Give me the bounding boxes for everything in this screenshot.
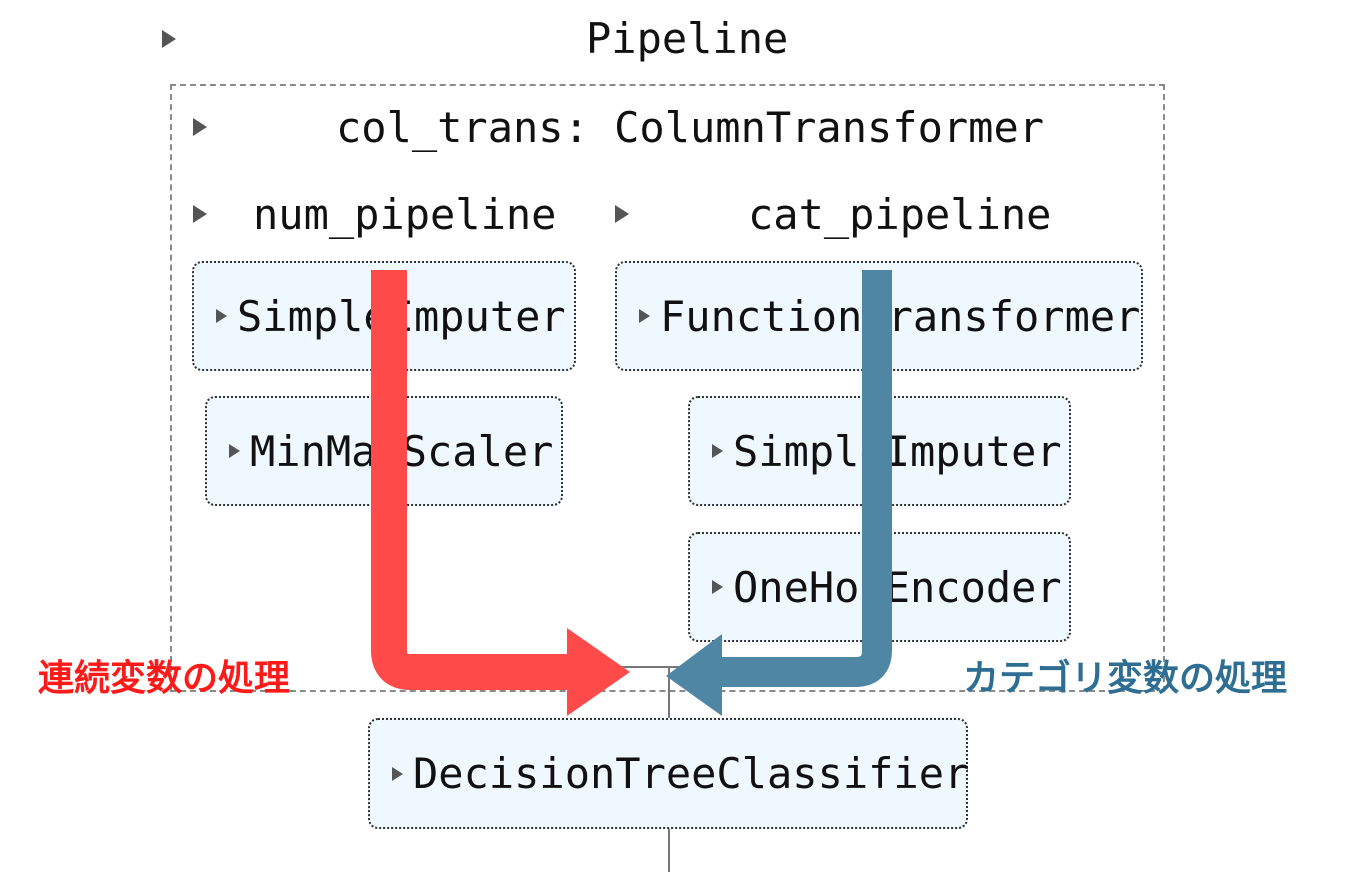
cat-simple-imputer-label: SimpleImputer [733, 426, 1062, 476]
column-transformer-title: col_trans: ColumnTransformer [336, 103, 1045, 152]
decision-tree-classifier-label: DecisionTreeClassifier [413, 749, 970, 798]
column-transformer-expand-toggle[interactable] [193, 118, 207, 136]
one-hot-encoder-expand-icon [712, 580, 723, 594]
categorical-processing-label: カテゴリ変数の処理 [963, 658, 1288, 699]
cat-simple-imputer-expand-icon [712, 444, 723, 458]
num-pipeline-expand-toggle[interactable] [193, 205, 207, 223]
min-max-scaler-expand-icon [229, 444, 240, 458]
pipeline-container [170, 84, 1165, 692]
num-simple-imputer-expand-icon [216, 309, 227, 323]
function-transformer-expand-icon [639, 309, 650, 323]
classifier-connector-top [668, 666, 670, 720]
decision-tree-classifier-step[interactable]: DecisionTreeClassifier [368, 718, 970, 829]
numeric-flow-arrow [371, 270, 575, 690]
classifier-connector-bottom [668, 829, 670, 872]
categorical-flow-arrow [716, 270, 892, 687]
function-transformer-label: FunctionTransformer [660, 291, 1141, 341]
pipeline-title: Pipeline [586, 14, 789, 63]
cat-pipeline-expand-toggle[interactable] [615, 205, 629, 223]
numeric-processing-label: 連続変数の処理 [38, 658, 291, 699]
pipeline-expand-toggle[interactable] [162, 30, 176, 48]
num-pipeline-title: num_pipeline [253, 190, 557, 239]
one-hot-encoder-label: OneHotEncoder [733, 562, 1062, 612]
cat-pipeline-title: cat_pipeline [748, 190, 1052, 239]
decision-tree-classifier-expand-icon [392, 766, 403, 781]
categorical-flow-arrowhead [666, 634, 722, 716]
numeric-flow-arrowhead [567, 628, 630, 716]
merge-connector [384, 666, 882, 668]
